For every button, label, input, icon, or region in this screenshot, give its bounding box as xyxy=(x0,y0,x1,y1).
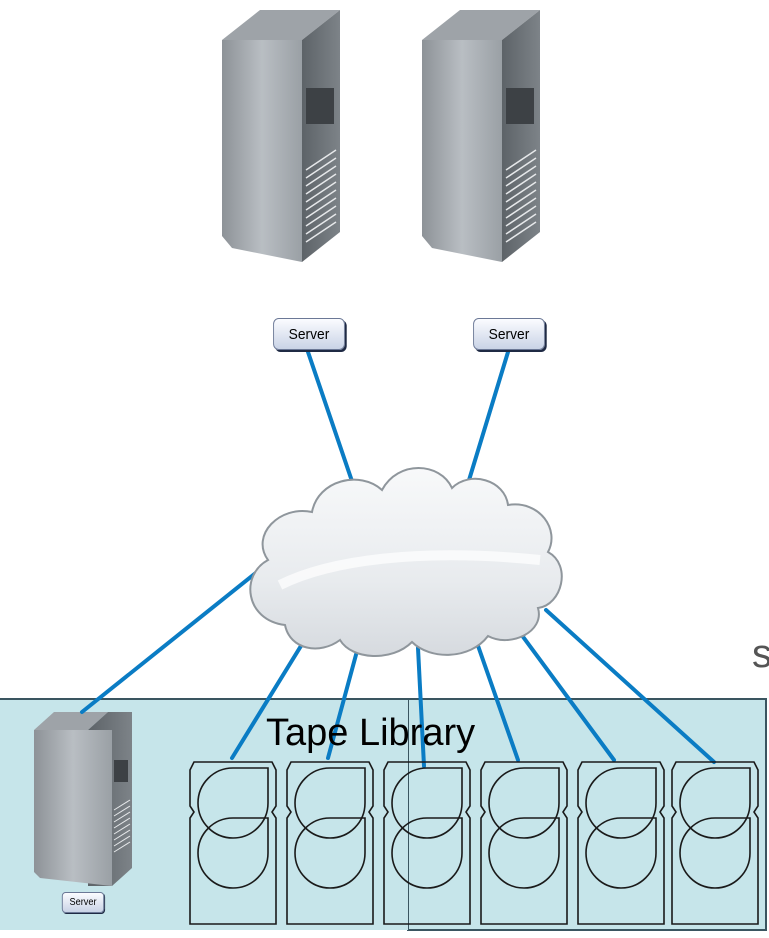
tape-cartridge-icon xyxy=(480,761,568,925)
link-tape-2 xyxy=(326,638,362,760)
tower-server-icon xyxy=(34,712,132,886)
server-label-1: Server xyxy=(273,318,345,350)
server-label-2: Server xyxy=(473,318,545,350)
tape-drives xyxy=(189,761,759,925)
tape-cartridge-icon xyxy=(671,761,759,925)
network-links xyxy=(80,350,716,768)
link-server-1 xyxy=(306,350,357,492)
tape-library-title: Tape Library xyxy=(266,712,476,754)
tape-cartridge-icon xyxy=(286,761,374,925)
tape-cartridge-icon xyxy=(189,761,277,925)
link-tape-1 xyxy=(230,626,314,760)
link-tape-3 xyxy=(416,646,426,768)
server-label-3: Server xyxy=(61,892,105,913)
cloud-network-icon xyxy=(249,467,563,657)
tape-cartridge-icon xyxy=(383,761,471,925)
link-server-2 xyxy=(464,350,510,492)
edge-text-fragment: s xyxy=(752,632,769,676)
link-tape-5 xyxy=(516,628,616,762)
tape-cartridge-icon xyxy=(577,761,665,925)
link-tape-4 xyxy=(474,638,520,762)
link-tape-6 xyxy=(544,608,716,764)
tower-server-icon xyxy=(422,10,540,262)
link-small-server xyxy=(80,566,264,714)
tower-server-icon xyxy=(222,10,340,262)
